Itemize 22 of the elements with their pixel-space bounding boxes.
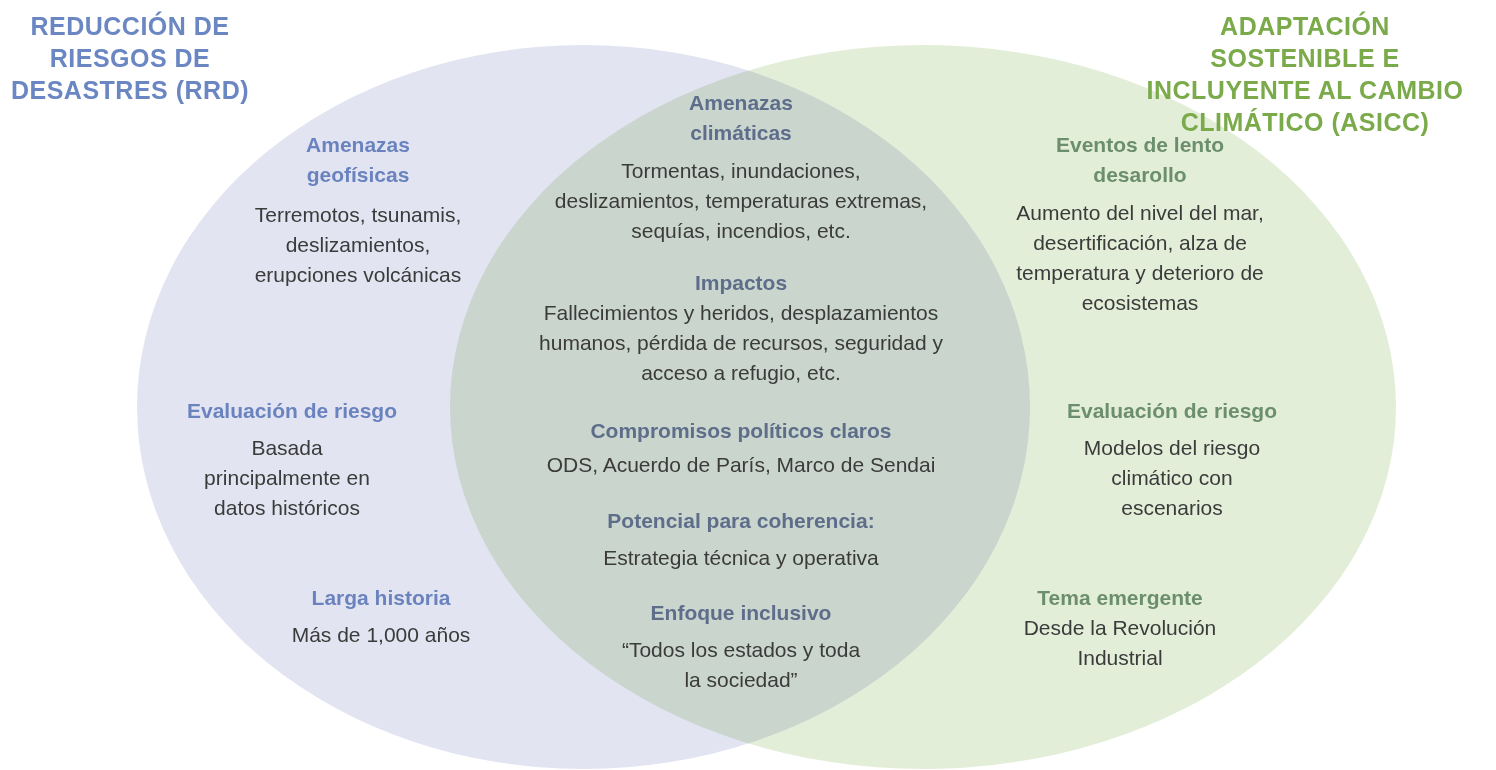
section-heading: Larga historia — [310, 585, 452, 611]
set-title: REDUCCIÓN DE RIESGOS DE DESASTRES (RRD) — [9, 10, 251, 106]
description-text: Más de 1,000 años — [290, 622, 472, 648]
description-text: Modelos del riesgo climático con escenarios — [1082, 435, 1262, 521]
section-heading: Amenazas geofísicas — [305, 132, 411, 188]
section-heading: Impactos — [693, 270, 789, 296]
section-heading: Amenazas climáticas — [688, 90, 794, 146]
section-heading: Enfoque inclusivo — [649, 600, 833, 626]
description-text: Terremotos, tsunamis, deslizamientos, erupciones volcánicas — [253, 202, 463, 288]
description-text: Fallecimientos y heridos, desplazamientos humanos, pérdida de recursos, seguridad y acceso a refugio, etc. — [538, 300, 944, 386]
section-heading: Evaluación de riesgo — [1065, 398, 1279, 424]
section-heading: Compromisos políticos claros — [589, 418, 893, 444]
description-text: ODS, Acuerdo de París, Marco de Sendai — [545, 452, 937, 478]
description-text: Estrategia técnica y operativa — [602, 545, 880, 571]
description-text: Desde la Revolución Industrial — [1022, 615, 1218, 671]
description-text: Basada principalmente en datos históricos — [203, 435, 371, 521]
section-heading: Evaluación de riesgo — [185, 398, 399, 424]
description-text: Tormentas, inundaciones, deslizamientos, temperaturas extremas, sequías, incendios, etc. — [553, 158, 929, 244]
section-heading: Potencial para coherencia: — [606, 508, 876, 534]
section-heading: Tema emergente — [1036, 585, 1204, 611]
description-text: “Todos los estados y toda la sociedad” — [620, 637, 862, 693]
description-text: Aumento del nivel del mar, desertificación, alza de temperatura y deterioro de ecosistemas — [1015, 200, 1265, 316]
